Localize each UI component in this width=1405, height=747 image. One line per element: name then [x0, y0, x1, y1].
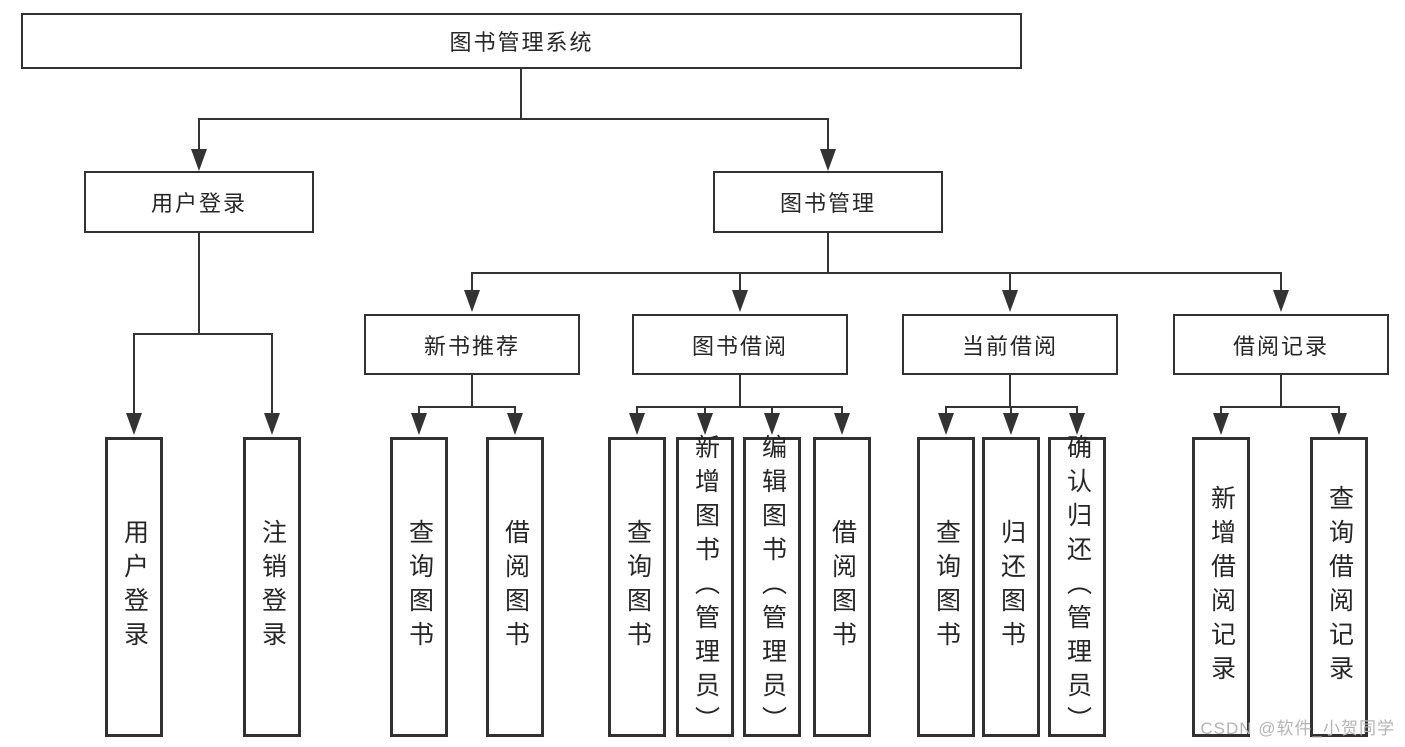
leaf-current-return-book: 归还图书: [982, 437, 1040, 737]
node-book-management: 图书管理: [713, 171, 943, 233]
connector-book-management-stem: [827, 233, 829, 274]
node-root-library-system: 图书管理系统: [21, 13, 1022, 69]
connector-borrowing-records-stem: [1280, 374, 1282, 408]
arrow-to-book-management: [820, 149, 836, 171]
arrow-to-g4-1: [938, 413, 954, 435]
arrow-to-borrowing-records: [1273, 290, 1289, 312]
connector-user-login-split: [133, 333, 273, 335]
connector-drop-g3-4: [841, 406, 843, 415]
connector-drop-user-login: [198, 118, 200, 151]
connector-new-book-split: [419, 406, 515, 408]
connector-drop-g4-2: [1010, 406, 1012, 415]
arrow-to-book-borrowing: [732, 290, 748, 312]
connector-drop-g2-2: [514, 406, 516, 415]
leaf-recommend-borrow-book: 借阅图书: [486, 437, 544, 737]
node-current-borrowing: 当前借阅: [902, 314, 1118, 375]
leaf-current-confirm-return-admin: 确认归还（管理员）: [1048, 434, 1106, 740]
connector-drop-g4-3: [1076, 406, 1078, 415]
arrow-to-g2-2: [507, 413, 523, 435]
connector-drop-leaf-logout: [271, 333, 273, 415]
arrow-to-g3-2: [697, 413, 713, 435]
node-user-login: 用户登录: [84, 171, 314, 233]
connector-level2-split: [198, 118, 829, 120]
connector-drop-g3-2: [704, 406, 706, 415]
connector-drop-g3-1: [636, 406, 638, 415]
leaf-borrow-query-book: 查询图书: [608, 437, 666, 737]
arrow-to-g4-3: [1069, 413, 1085, 435]
connector-drop-leaf-user-login: [133, 333, 135, 415]
arrow-to-user-login: [191, 149, 207, 171]
node-borrowing-records: 借阅记录: [1173, 314, 1389, 375]
connector-borrowing-records-split: [1221, 406, 1339, 408]
arrow-to-leaf-user-login: [126, 413, 142, 435]
arrow-to-g2-1: [411, 413, 427, 435]
connector-drop-borrowing-records: [1280, 272, 1282, 292]
connector-drop-current-borrowing: [1009, 272, 1011, 292]
connector-book-borrowing-stem: [739, 374, 741, 408]
arrow-to-new-book: [464, 290, 480, 312]
connector-drop-g4-1: [945, 406, 947, 415]
arrow-to-g3-4: [834, 413, 850, 435]
leaf-records-query-record: 查询借阅记录: [1310, 437, 1368, 737]
connector-drop-book-borrowing: [739, 272, 741, 292]
arrow-to-current-borrowing: [1002, 290, 1018, 312]
connector-drop-g5-2: [1338, 406, 1340, 415]
leaf-records-add-record: 新增借阅记录: [1192, 437, 1250, 737]
connector-current-borrowing-stem: [1009, 374, 1011, 408]
arrow-to-g3-3: [764, 413, 780, 435]
leaf-borrow-add-book-admin: 新增图书（管理员）: [676, 434, 734, 740]
leaf-recommend-query-book: 查询图书: [390, 437, 448, 737]
arrow-to-g3-1: [629, 413, 645, 435]
node-new-book-recommend: 新书推荐: [364, 314, 580, 375]
node-book-borrowing: 图书借阅: [632, 314, 848, 375]
connector-drop-new-book: [471, 272, 473, 292]
connector-drop-book-management: [827, 118, 829, 151]
arrow-to-g5-1: [1213, 413, 1229, 435]
connector-book-borrowing-split: [637, 406, 842, 408]
connector-drop-g5-1: [1220, 406, 1222, 415]
arrow-to-g4-2: [1003, 413, 1019, 435]
leaf-current-query-book: 查询图书: [917, 437, 975, 737]
leaf-user-login: 用户登录: [105, 437, 163, 737]
leaf-borrow-borrow-book: 借阅图书: [813, 437, 871, 737]
arrow-to-leaf-logout: [264, 413, 280, 435]
connector-root-stem: [520, 68, 522, 120]
connector-drop-g2-1: [418, 406, 420, 415]
connector-level3-split: [472, 272, 1281, 274]
connector-drop-g3-3: [771, 406, 773, 415]
arrow-to-g5-2: [1331, 413, 1347, 435]
connector-user-login-stem: [198, 232, 200, 335]
connector-new-book-stem: [471, 374, 473, 408]
leaf-logout: 注销登录: [243, 437, 301, 737]
leaf-borrow-edit-book-admin: 编辑图书（管理员）: [743, 434, 801, 740]
csdn-watermark: CSDN @软件_小贺同学: [1200, 719, 1395, 738]
